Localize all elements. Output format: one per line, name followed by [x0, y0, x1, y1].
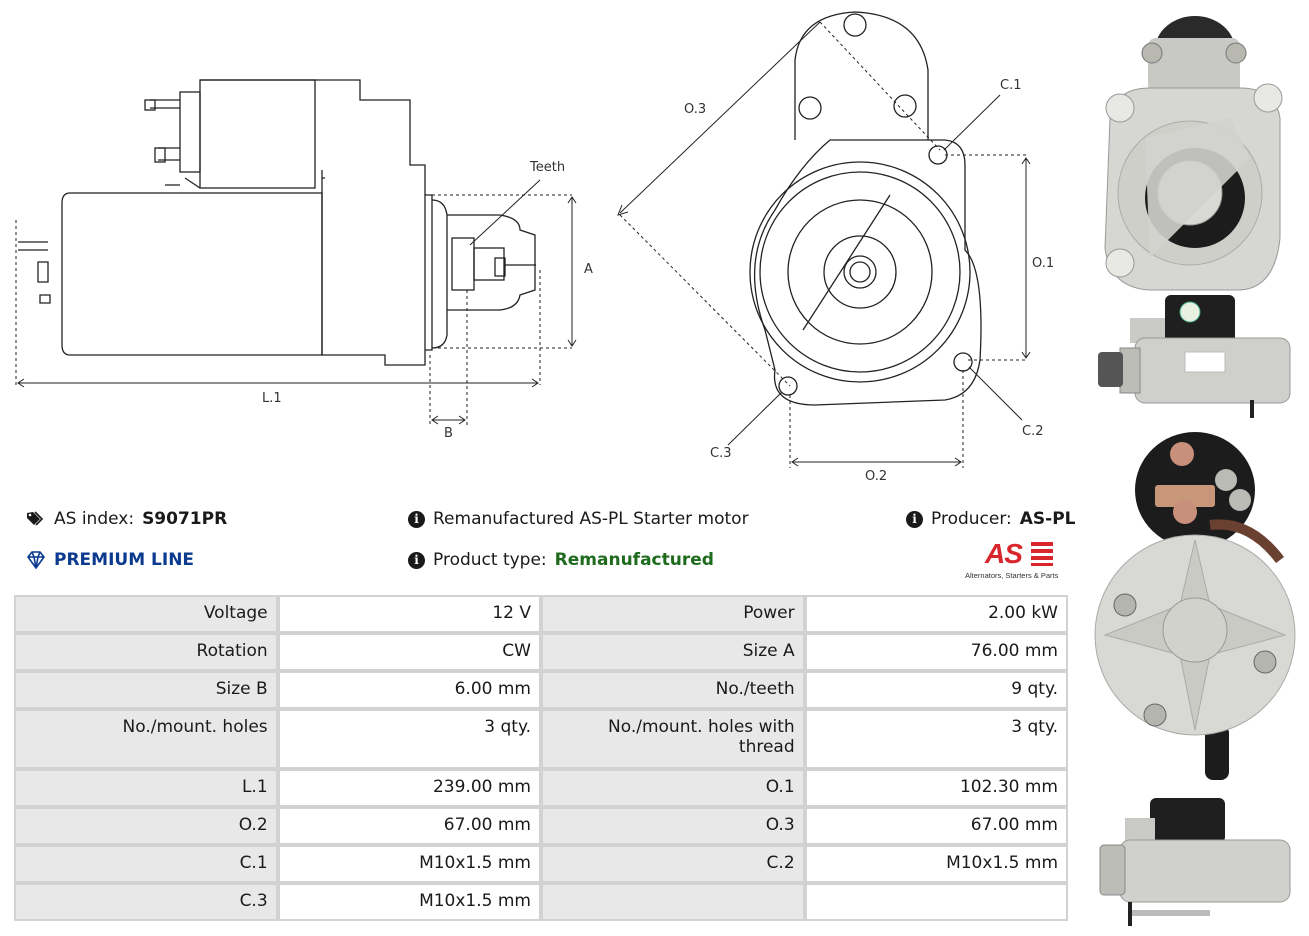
producer: i Producer: AS-PL: [906, 509, 1076, 529]
spec-key: C.3: [14, 883, 278, 921]
spec-value: 2.00 kW: [804, 595, 1068, 633]
teeth-label: Teeth: [530, 160, 566, 175]
table-row: L.1 239.00 mm O.1 102.30 mm: [14, 769, 1068, 807]
premium-line-label: PREMIUM LINE: [54, 550, 195, 570]
spec-key: C.2: [540, 845, 805, 883]
spec-key: Voltage: [14, 595, 278, 633]
spec-key: No./teeth: [540, 671, 805, 709]
dim-a-label: A: [584, 262, 593, 277]
product-type: i Product type: Remanufactured: [408, 550, 714, 570]
spec-value: M10x1.5 mm: [277, 845, 541, 883]
product-photo-back: [1094, 432, 1296, 780]
table-row: Rotation CW Size A 76.00 mm: [14, 633, 1068, 671]
spec-value: CW: [277, 633, 541, 671]
description: i Remanufactured AS-PL Starter motor: [408, 509, 749, 529]
spec-value: M10x1.5 mm: [804, 845, 1068, 883]
spec-key: [540, 883, 805, 921]
spec-value: 239.00 mm: [277, 769, 541, 807]
premium-line: PREMIUM LINE: [26, 550, 194, 570]
table-row: C.1 M10x1.5 mm C.2 M10x1.5 mm: [14, 845, 1068, 883]
spec-value: M10x1.5 mm: [277, 883, 541, 921]
spec-value: 6.00 mm: [277, 671, 541, 709]
spec-value: 3 qty.: [277, 709, 541, 769]
logo-mark: AS: [985, 538, 1023, 569]
dim-o1-label: O.1: [1032, 256, 1055, 271]
dim-c2-label: C.2: [1022, 424, 1044, 439]
side-view-drawing: [15, 79, 577, 425]
spec-value: 12 V: [277, 595, 541, 633]
logo-stripes: [1031, 542, 1053, 566]
diamond-icon: [26, 551, 46, 569]
spec-value: [804, 883, 1068, 921]
spec-key: Size A: [540, 633, 805, 671]
product-photo-side-2: [1099, 798, 1291, 926]
dim-c1-label: C.1: [1000, 78, 1022, 93]
spec-key: Size B: [14, 671, 278, 709]
tags-icon: [27, 511, 44, 526]
table-row: Size B 6.00 mm No./teeth 9 qty.: [14, 671, 1068, 709]
info-icon: i: [408, 551, 425, 569]
table-row: C.3 M10x1.5 mm: [14, 883, 1068, 921]
spec-value: 9 qty.: [804, 671, 1068, 709]
spec-key: No./mount. holes: [14, 709, 278, 769]
product-photo-front: [1104, 16, 1283, 291]
spec-key: O.1: [540, 769, 805, 807]
logo-tagline: Alternators, Starters & Parts: [965, 571, 1059, 580]
dim-l1-label: L.1: [262, 391, 282, 406]
as-index-value: S9071PR: [142, 509, 228, 529]
product-type-value: Remanufactured: [554, 550, 714, 570]
producer-logo: AS Alternators, Starters & Parts: [965, 538, 1070, 582]
dim-o3-label: O.3: [684, 102, 707, 117]
spec-value: 76.00 mm: [804, 633, 1068, 671]
spec-key: O.3: [540, 807, 805, 845]
product-photo-side: [1098, 295, 1291, 418]
spec-key: No./mount. holes with thread: [540, 709, 805, 769]
front-view-drawing: [617, 11, 1031, 468]
table-row: No./mount. holes 3 qty. No./mount. holes…: [14, 709, 1068, 769]
info-icon: i: [408, 510, 425, 528]
spec-key: Rotation: [14, 633, 278, 671]
producer-value: AS-PL: [1019, 509, 1076, 529]
spec-value: 67.00 mm: [277, 807, 541, 845]
spec-key: L.1: [14, 769, 278, 807]
description-text: Remanufactured AS-PL Starter motor: [433, 509, 749, 529]
info-icon: i: [906, 510, 923, 528]
producer-label: Producer:: [931, 509, 1012, 529]
dim-b-label: B: [444, 426, 453, 441]
spec-value: 102.30 mm: [804, 769, 1068, 807]
as-index: AS index: S9071PR: [26, 509, 227, 529]
table-row: O.2 67.00 mm O.3 67.00 mm: [14, 807, 1068, 845]
dim-c3-label: C.3: [710, 446, 732, 461]
product-type-label: Product type:: [433, 550, 547, 570]
spec-value: 3 qty.: [804, 709, 1068, 769]
spec-key: O.2: [14, 807, 278, 845]
spec-value: 67.00 mm: [804, 807, 1068, 845]
table-row: Voltage 12 V Power 2.00 kW: [14, 595, 1068, 633]
spec-key: C.1: [14, 845, 278, 883]
as-index-label: AS index:: [54, 509, 135, 529]
spec-key: Power: [540, 595, 805, 633]
dim-o2-label: O.2: [865, 469, 888, 484]
specs-table: Voltage 12 V Power 2.00 kW Rotation CW S…: [14, 595, 1068, 921]
